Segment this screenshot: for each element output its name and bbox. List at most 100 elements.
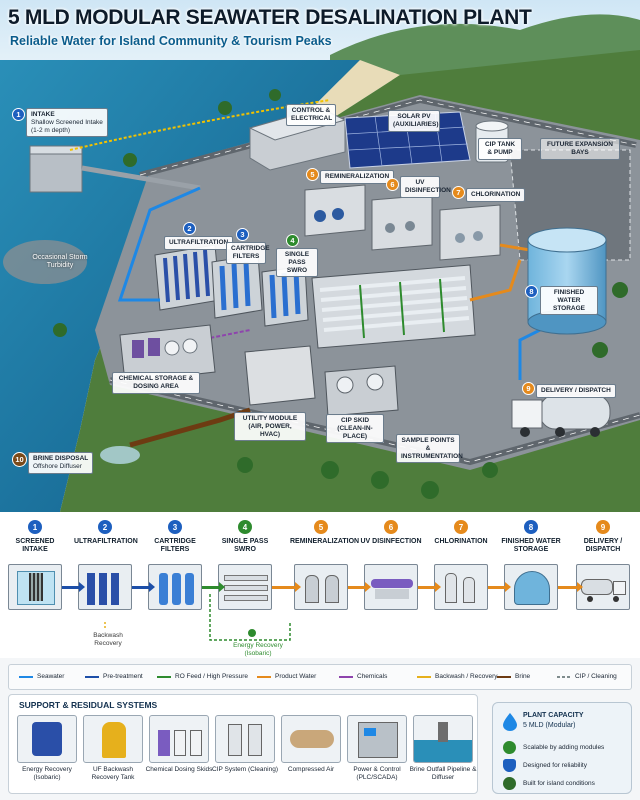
intake-pier bbox=[81, 165, 201, 191]
flow-arrow bbox=[132, 582, 155, 592]
flow-step-label: REMINERALIZATION bbox=[290, 538, 360, 545]
label-uv-disinfection: UV DISINFECTION bbox=[400, 176, 451, 198]
post-treatment-containers bbox=[304, 184, 501, 261]
palm-tree-icon bbox=[503, 777, 516, 790]
cartridge-rack-2 bbox=[261, 265, 309, 327]
chlorination-icon bbox=[434, 564, 488, 610]
cip-system-icon bbox=[215, 715, 275, 763]
label-cip-skid: CIP SKID (CLEAN-IN-PLACE) bbox=[326, 414, 384, 444]
marker-remin: 5 bbox=[306, 168, 319, 181]
capacity-value: 5 MLD (Modular) bbox=[523, 722, 576, 729]
remineralization-icon bbox=[294, 564, 348, 610]
plus-icon bbox=[503, 741, 516, 754]
flow-connectors bbox=[104, 594, 291, 641]
uf-backwash-tank-icon bbox=[83, 715, 143, 763]
storm-turbidity-cloud bbox=[3, 240, 87, 284]
screened-intake-icon bbox=[8, 564, 62, 610]
flow-arrow bbox=[488, 582, 511, 592]
label-control-electrical: CONTROL & ELECTRICAL bbox=[286, 104, 336, 126]
power-control-icon bbox=[347, 715, 407, 763]
marker-uv: 6 bbox=[386, 178, 399, 191]
legend-swatch bbox=[85, 675, 99, 678]
flow-step-number: 4 bbox=[238, 520, 252, 534]
label-future-expansion: FUTURE EXPANSION BAYS bbox=[540, 138, 620, 160]
page-subtitle: Reliable Water for Island Community & To… bbox=[10, 34, 332, 48]
shield-icon bbox=[503, 759, 516, 772]
beach bbox=[170, 60, 400, 232]
legend-item: Chemicals bbox=[339, 673, 387, 680]
marker-swro: 4 bbox=[286, 234, 299, 247]
capacity-point-island: Built for island conditions bbox=[503, 777, 595, 790]
energy-recovery-note: Energy Recovery (Isobaric) bbox=[233, 642, 283, 657]
label-finished-water-storage: FINISHED WATER STORAGE bbox=[540, 286, 598, 316]
label-sample-points: SAMPLE POINTS & INSTRUMENTATION bbox=[396, 434, 463, 464]
support-item-energy-recovery: Energy Recovery (Isobaric) bbox=[13, 715, 81, 782]
flow-step-label: SCREENED INTAKE bbox=[15, 538, 55, 554]
support-item-label: UF Backwash Recovery Tank bbox=[91, 766, 135, 781]
label-cartridge-filters: CARTRIDGE FILTERS bbox=[226, 242, 270, 264]
uv-disinfection-icon bbox=[364, 564, 418, 610]
marker-finished-water: 8 bbox=[525, 285, 538, 298]
utility-container bbox=[244, 345, 316, 406]
product-water-pipe bbox=[469, 259, 522, 302]
capacity-point-reliability: Designed for reliability bbox=[503, 759, 587, 772]
label-remineralization: REMINERALIZATION bbox=[320, 170, 395, 184]
support-item-cip-system: CIP System (Cleaning) bbox=[211, 715, 279, 774]
flow-step-number: 5 bbox=[314, 520, 328, 534]
legend-label: RO Feed / High Pressure bbox=[175, 673, 248, 680]
support-item-label: Compressed Air bbox=[287, 766, 335, 773]
legend-item: RO Feed / High Pressure bbox=[157, 673, 248, 680]
flow-arrow bbox=[348, 582, 371, 592]
single-pass-swro-icon bbox=[218, 564, 272, 610]
swro-rack bbox=[311, 264, 476, 349]
legend-item: Seawater bbox=[19, 673, 64, 680]
energy-recovery-icon bbox=[17, 715, 77, 763]
brine-outfall-icon bbox=[413, 715, 473, 763]
legend-label: Brine bbox=[515, 673, 531, 680]
support-item-label: Power & Control (PLC/SCADA) bbox=[353, 766, 401, 781]
marker-delivery: 9 bbox=[522, 382, 535, 395]
marker-brine: 10 bbox=[12, 452, 27, 467]
support-item-label: Energy Recovery (Isobaric) bbox=[22, 766, 72, 781]
marker-ultrafiltration: 2 bbox=[183, 222, 196, 235]
seawater-pipe bbox=[117, 186, 201, 302]
support-item-uf-backwash-tank: UF Backwash Recovery Tank bbox=[79, 715, 147, 782]
support-item-brine-outfall: Brine Outfall Pipeline & Diffuser bbox=[409, 715, 477, 782]
legend-swatch bbox=[557, 675, 571, 678]
label-swro: SINGLE PASS SWRO bbox=[276, 248, 318, 278]
label-chlorination: CHLORINATION bbox=[466, 188, 526, 202]
flow-arrow bbox=[418, 582, 441, 592]
flow-step-number: 1 bbox=[28, 520, 42, 534]
label-ultrafiltration: ULTRAFILTRATION bbox=[164, 236, 234, 250]
aerial-plant-illustration: 5 MLD MODULAR SEAWATER DESALINATION PLAN… bbox=[0, 0, 640, 512]
cartridge-filters-icon bbox=[148, 564, 202, 610]
product-water-pipe-2 bbox=[499, 243, 531, 252]
brine-diffuser-plume bbox=[100, 446, 140, 464]
support-item-chemical-dosing: Chemical Dosing Skids bbox=[145, 715, 213, 774]
legend-label: Product Water bbox=[275, 673, 317, 680]
legend-item: Backwash / Recovery bbox=[417, 673, 498, 680]
capacity-title: PLANT CAPACITY bbox=[523, 712, 584, 719]
chemical-dosing-icon bbox=[149, 715, 209, 763]
support-heading: SUPPORT & RESIDUAL SYSTEMS bbox=[19, 700, 158, 710]
backwash-recovery-note: Backwash Recovery bbox=[93, 632, 123, 647]
delivery-truck bbox=[511, 394, 611, 437]
chemical-storage bbox=[119, 324, 216, 383]
flow-step-number: 7 bbox=[454, 520, 468, 534]
label-cip-tank: CIP TANK & PUMP bbox=[478, 138, 522, 160]
legend-swatch bbox=[19, 675, 33, 678]
label-chemical-storage: CHEMICAL STORAGE & DOSING AREA bbox=[112, 372, 200, 394]
legend-item: Product Water bbox=[257, 673, 316, 680]
water-drop-icon bbox=[503, 713, 517, 731]
uf-rack bbox=[154, 244, 221, 311]
flow-step-number: 9 bbox=[596, 520, 610, 534]
flow-step-label: UV DISINFECTION bbox=[360, 538, 422, 545]
marker-intake: 1 bbox=[12, 108, 25, 121]
plant-capacity-panel: PLANT CAPACITY 5 MLD (Modular) Scalable … bbox=[492, 702, 632, 794]
flow-step-number: 3 bbox=[168, 520, 182, 534]
